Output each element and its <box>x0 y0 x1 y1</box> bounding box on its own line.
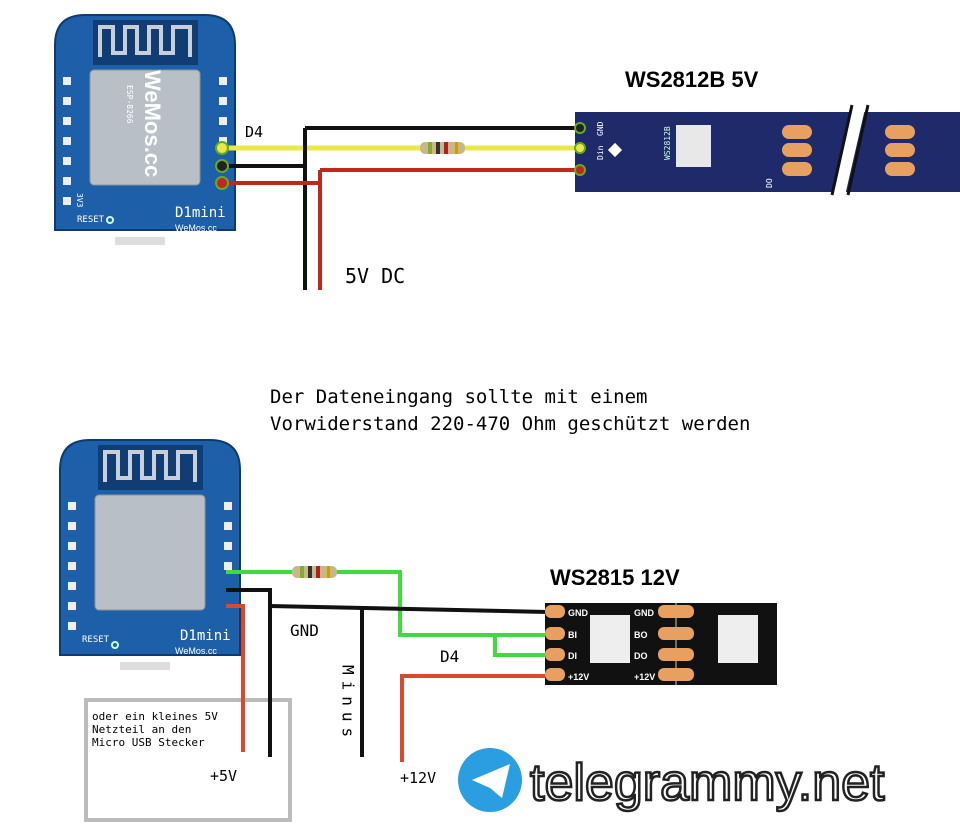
ws2812b-strip: WS2812B GND Din DO <box>574 104 960 197</box>
gnd-label: GND <box>290 621 319 640</box>
note-line-1: Der Dateneingang sollte mit einem <box>270 386 648 408</box>
board-brand: WeMos.cc <box>175 223 217 233</box>
watermark-text: telegrammy.net <box>530 754 885 812</box>
d4-label-top: D4 <box>245 123 263 141</box>
box-line-3: Micro USB Stecker <box>92 736 205 749</box>
d1-mini-board-top: WeMos.cc ESP-8266 3V3 RESET D1mini WeMos… <box>53 13 237 247</box>
pad-din: Din <box>596 145 605 160</box>
pad-gnd-in: GND <box>568 608 589 618</box>
resistor-top <box>420 142 465 154</box>
strip-title-top: WS2812B 5V <box>625 67 759 92</box>
pad-gnd: GND <box>596 121 605 136</box>
pad-12v-out: +12V <box>634 672 655 682</box>
bottom-wires <box>226 566 549 762</box>
box-line-1: oder ein kleines 5V <box>92 710 218 723</box>
strip-title-bottom: WS2815 12V <box>550 565 680 590</box>
wemos-logo: WeMos.cc <box>140 70 165 177</box>
pad-bi: BI <box>568 630 577 640</box>
reset-label: RESET <box>82 635 110 645</box>
usb-power-note-box <box>84 698 292 822</box>
pad-gnd-out: GND <box>634 608 655 618</box>
board-brand: WeMos.cc <box>175 646 217 656</box>
chip-label: WS2812B <box>663 126 672 160</box>
board-name: D1mini <box>180 628 231 644</box>
pad-12v-in: +12V <box>568 672 589 682</box>
note-line-2: Vorwiderstand 220-470 Ohm geschützt werd… <box>270 413 750 435</box>
d1-mini-board-bottom: RESET D1mini WeMos.cc <box>58 438 242 672</box>
pin-label-3v3: 3V3 <box>75 193 84 208</box>
module-label: ESP-8266 <box>125 85 134 124</box>
board-name: D1mini <box>175 205 226 221</box>
power-label-top: 5V DC <box>345 264 405 288</box>
ws2815-strip: GND BI DI +12V GND BO DO +12V <box>545 603 777 685</box>
resistor-bottom <box>292 566 337 578</box>
telegrammy-watermark: telegrammy.net <box>458 748 886 813</box>
plus12v-label: +12V <box>400 769 436 787</box>
pad-do: DO <box>765 178 774 188</box>
plus5v-label: +5V <box>210 767 237 785</box>
minus-label: Minus <box>339 665 358 743</box>
top-wires <box>215 126 580 290</box>
pad-bo: BO <box>634 630 648 640</box>
reset-label: RESET <box>77 215 105 225</box>
pad-di: DI <box>568 651 577 661</box>
box-line-2: Netzteil an den <box>92 723 191 736</box>
pad-do: DO <box>634 651 648 661</box>
d4-label-bottom: D4 <box>440 647 459 666</box>
